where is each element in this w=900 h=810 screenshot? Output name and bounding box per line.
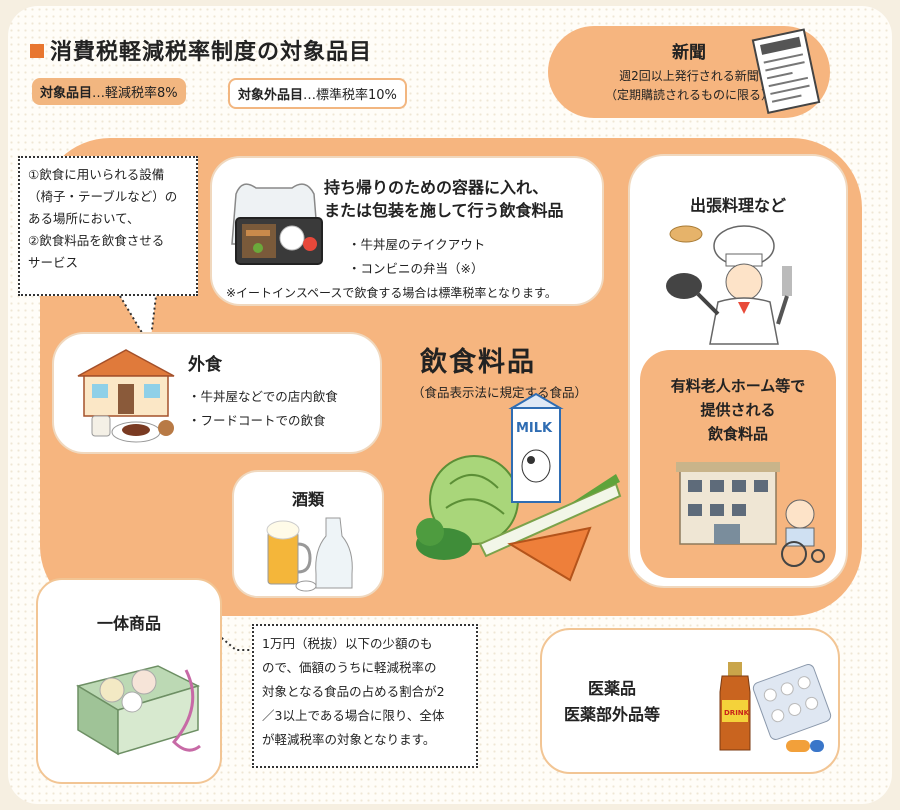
- catering-title: 出張料理など: [689, 196, 786, 215]
- newspaper-line1: 週2回以上発行される新聞: [619, 69, 759, 83]
- legend-target: 対象品目…軽減税率8%: [32, 78, 186, 105]
- title-square-icon: [30, 44, 44, 58]
- callout-dining-line5: サービス: [28, 255, 79, 270]
- newspaper-icon: [751, 28, 821, 114]
- callout-dining-line4: ②飲食料品を飲食させる: [28, 233, 165, 248]
- callout-dining-line1: ①飲食に用いられる設備: [28, 167, 165, 182]
- groceries-icon: MILK: [416, 392, 622, 582]
- dining-definition-callout: ①飲食に用いられる設備 （椅子・テーブルなど）の ある場所において、 ②飲食料品…: [18, 156, 198, 296]
- newspaper-title: 新聞: [672, 43, 706, 63]
- callout-dining-line2: （椅子・テーブルなど）の: [28, 189, 178, 204]
- takeout-title-line2: または包装を施して行う飲食料品: [324, 201, 564, 220]
- medicine-line1: 医薬品: [588, 679, 637, 698]
- food-subtitle: （食品表示法に規定する食品）: [412, 385, 588, 400]
- callout-bundle-line1: 1万円（税抜）以下の少額のも: [262, 636, 433, 651]
- alcohol-icon: [266, 517, 353, 592]
- dining-out-item2: ・フードコートでの飲食: [188, 413, 326, 428]
- newspaper-line2: （定期購読されるものに限る）: [604, 88, 773, 102]
- milk-label: MILK: [516, 421, 553, 436]
- callout-bundle-line3: 対象となる食品の占める割合が2: [262, 684, 445, 699]
- bento-icon: [231, 183, 323, 265]
- drink-label: DRINK: [724, 709, 750, 717]
- callout-bundle-line2: ので、価額のうちに軽減税率の: [262, 660, 437, 675]
- bundle-condition-callout: 1万円（税抜）以下の少額のも ので、価額のうちに軽減税率の 対象となる食品の占め…: [252, 624, 478, 768]
- medicine-icon: DRINK: [719, 662, 832, 752]
- takeout-item2: ・コンビニの弁当（※）: [348, 261, 484, 276]
- callout-dining-line3: ある場所において、: [28, 211, 140, 226]
- nursing-home-box: 有料老人ホーム等で 提供される 飲食料品: [640, 350, 836, 578]
- bundle-title: 一体商品: [96, 614, 161, 633]
- legend-non-target: 対象外品目…標準税率10%: [228, 78, 407, 109]
- medicine-line2: 医薬部外品等: [564, 705, 661, 724]
- page-title: 消費税軽減税率制度の対象品目: [30, 34, 372, 66]
- nursing-line3: 飲食料品: [707, 425, 768, 443]
- alcohol-card: 酒類: [234, 472, 382, 596]
- alcohol-title: 酒類: [291, 490, 324, 509]
- food-title: 飲食料品: [420, 347, 536, 378]
- restaurant-icon: [77, 349, 175, 443]
- takeout-card: 持ち帰りのための容器に入れ、 または包装を施して行う飲食料品 ・牛丼屋のテイクア…: [212, 158, 602, 304]
- nursing-home-icon: [676, 462, 825, 567]
- dining-out-title: 外食: [188, 355, 222, 375]
- nursing-line2: 提供される: [700, 401, 776, 419]
- takeout-title-line1: 持ち帰りのための容器に入れ、: [324, 178, 549, 197]
- chef-icon: [666, 225, 792, 345]
- gift-box-icon: [76, 665, 201, 756]
- bundle-card: 一体商品: [36, 578, 222, 784]
- takeout-note: ※イートインスペースで飲食する場合は標準税率となります。: [226, 286, 557, 300]
- medicine-card: 医薬品 医薬部外品等 DRINK: [540, 628, 840, 774]
- dining-out-card: 外食 ・牛丼屋などでの店内飲食 ・フードコートでの飲食: [54, 334, 380, 452]
- dining-out-item1: ・牛丼屋などでの店内飲食: [188, 389, 338, 404]
- nursing-line1: 有料老人ホーム等で: [670, 377, 806, 395]
- callout-bundle-line5: が軽減税率の対象となります。: [262, 732, 436, 747]
- callout-bundle-line4: ／3以上である場合に限り、全体: [262, 708, 445, 723]
- takeout-item1: ・牛丼屋のテイクアウト: [348, 237, 486, 252]
